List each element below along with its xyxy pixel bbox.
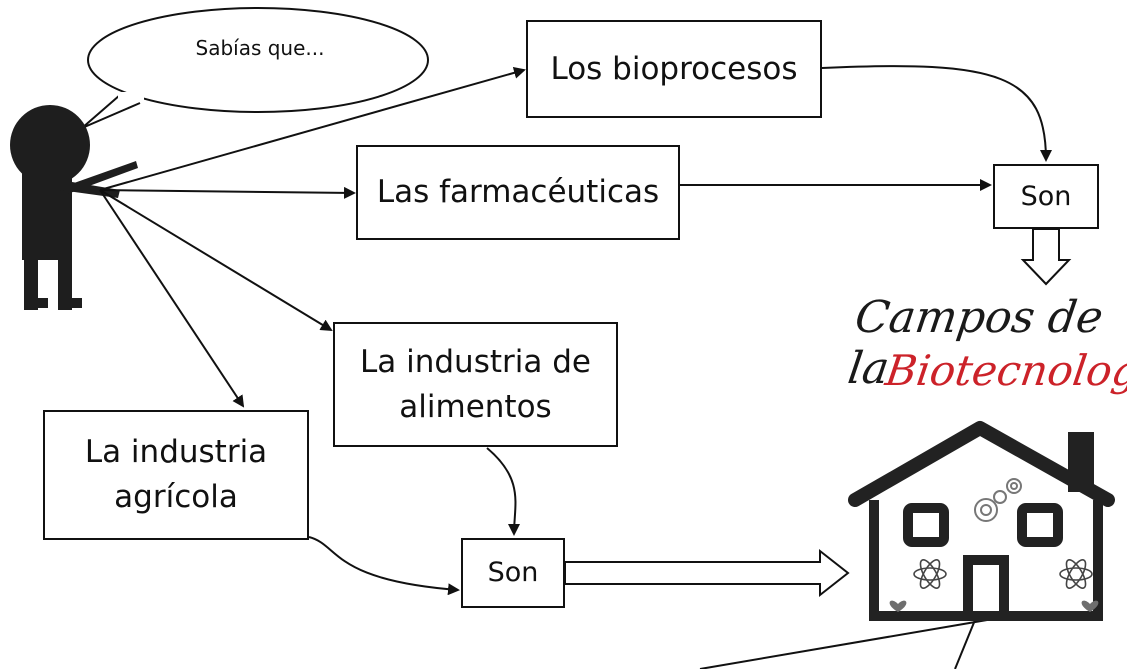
node-son-bottom: Son (461, 538, 565, 608)
node-industria-alimentos: La industria de alimentos (333, 322, 618, 447)
node-label: Los bioprocesos (550, 50, 798, 87)
node-label: Son (487, 557, 539, 589)
speech-bubble (81, 7, 429, 129)
speech-bubble-text: Sabías que... (195, 36, 325, 60)
house-icon (848, 421, 1115, 621)
node-son-top: Son (993, 164, 1099, 229)
atom-icon (913, 559, 1093, 589)
node-label: Las farmacéuticas (376, 174, 660, 211)
node-bioprocesos: Los bioprocesos (526, 20, 822, 118)
node-industria-agricola: La industria agrícola (43, 410, 309, 540)
node-farmaceuticas: Las farmacéuticas (356, 145, 680, 240)
node-label: La industria de alimentos (360, 343, 591, 425)
person-figure-icon (10, 105, 138, 310)
node-label: Son (1020, 180, 1072, 212)
gear-icon (974, 478, 1022, 522)
node-label: La industria agrícola (84, 434, 268, 515)
heart-icon (889, 600, 1099, 612)
hollow-arrows (564, 228, 1072, 598)
title-line-2: Biotecnologiá (882, 346, 1127, 395)
connector-arrows (99, 65, 1052, 669)
